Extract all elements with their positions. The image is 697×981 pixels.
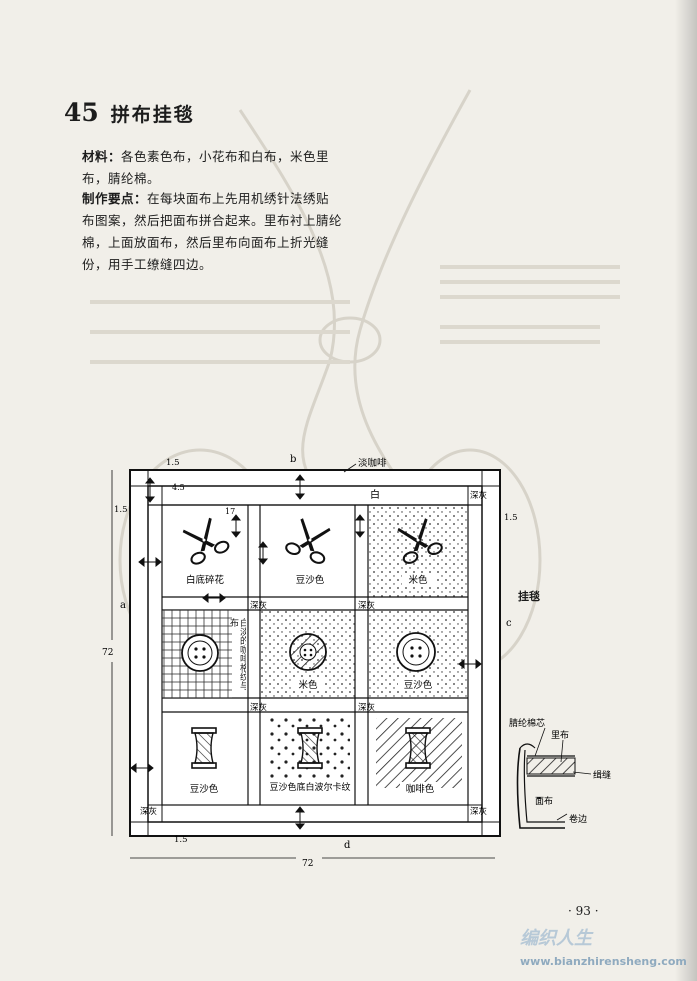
- label-stitch: 缉缝: [593, 769, 611, 781]
- dim-72-side: 72: [102, 648, 113, 658]
- cell-label-9: 咖啡色: [406, 783, 435, 795]
- sashing-label-4: 深灰: [358, 702, 375, 713]
- watermark-logo: 编织人生: [520, 928, 592, 949]
- marker-d: d: [344, 840, 351, 851]
- cell-scissors-2: 豆沙色: [283, 515, 336, 586]
- page-number: · 93 ·: [568, 904, 599, 918]
- cell-spool-3: 咖啡色: [376, 718, 462, 795]
- cell-button-1: 白淡的咖啡格纹与布: [162, 610, 246, 698]
- dim-17: 17: [225, 507, 235, 516]
- corner-label-bl: 深灰: [140, 806, 157, 817]
- cell-label-4: 白淡的咖啡格纹与布: [228, 618, 246, 690]
- label-batting: 腈纶棉芯: [509, 718, 545, 729]
- border-top-label: 淡咖啡: [358, 457, 387, 469]
- cell-button-3: 豆沙色: [368, 610, 468, 698]
- dim-1-5-bottom: 1.5: [174, 835, 188, 845]
- cell-label-2: 豆沙色: [296, 574, 325, 586]
- materials-paragraph: 材料：各色素色布，小花布和白布，米色里布，腈纶棉。: [82, 146, 342, 190]
- cell-spool-2: 豆沙色底白波尔卡纹: [269, 718, 352, 802]
- page-edge-shadow: [675, 0, 697, 981]
- materials-text: 各色素色布，小花布和白布，米色里布，腈纶棉。: [82, 149, 330, 186]
- cell-label-5: 米色: [298, 679, 318, 691]
- sashing-label-2: 深灰: [358, 600, 375, 611]
- marker-b: b: [290, 454, 296, 465]
- marker-a: a: [120, 600, 126, 611]
- cell-label-8: 豆沙色底白波尔卡纹: [269, 781, 350, 793]
- dim-1-5-top: 1.5: [166, 458, 180, 468]
- cell-button-2: 米色: [260, 610, 355, 698]
- marker-c: c: [506, 618, 512, 629]
- label-face: 面布: [535, 795, 553, 807]
- method-text: 在每块面布上先用机绣针法绣贴布图案，然后把面布拼合起来。里布衬上腈纶棉，上面放面…: [82, 191, 343, 272]
- label-lining: 里布: [551, 729, 569, 741]
- dim-1-5-right: 1.5: [504, 513, 518, 523]
- sashing-label-3: 深灰: [250, 702, 267, 713]
- method-paragraph: 制作要点：在每块面布上先用机绣针法绣贴布图案，然后把面布拼合起来。里布衬上腈纶棉…: [82, 188, 342, 276]
- corner-label-tr: 深灰: [470, 490, 487, 501]
- direction-arrows: [130, 474, 482, 830]
- dim-1-5-left: 1.5: [114, 505, 128, 515]
- cell-label-7: 豆沙色: [190, 783, 219, 795]
- sashing-label-1: 深灰: [250, 600, 267, 611]
- article-title-text: 拼布挂毯: [110, 104, 195, 126]
- hanger-label: 挂毯: [518, 590, 540, 603]
- cell-label-3: 米色: [408, 574, 428, 586]
- cell-label-1: 白底碎花: [186, 574, 225, 586]
- watermark-url: www.bianzhirensheng.com: [520, 955, 687, 968]
- corner-label-br: 深灰: [470, 806, 487, 817]
- label-hem: 卷边: [569, 813, 587, 825]
- article-title: 45 拼布挂毯: [64, 98, 195, 127]
- inner-strip-label: 白: [370, 488, 380, 501]
- dim-72-bottom: 72: [302, 859, 313, 869]
- cross-section-diagram: 腈纶棉芯 里布 缉缝 面布 卷边: [509, 718, 611, 829]
- cell-spool-1: 豆沙色: [190, 727, 219, 795]
- method-label: 制作要点：: [82, 191, 148, 206]
- cell-label-6: 豆沙色: [404, 679, 433, 691]
- dim-4-5: 4.5: [172, 483, 185, 492]
- article-number: 45: [64, 98, 99, 127]
- cell-scissors-1: 白底碎花: [177, 514, 232, 586]
- materials-label: 材料：: [82, 149, 122, 164]
- quilt-diagram: 白底碎花 豆沙色 米色 白淡的咖啡格纹与布 米色 豆沙色: [102, 454, 518, 869]
- cell-scissors-3: 米色: [368, 505, 468, 597]
